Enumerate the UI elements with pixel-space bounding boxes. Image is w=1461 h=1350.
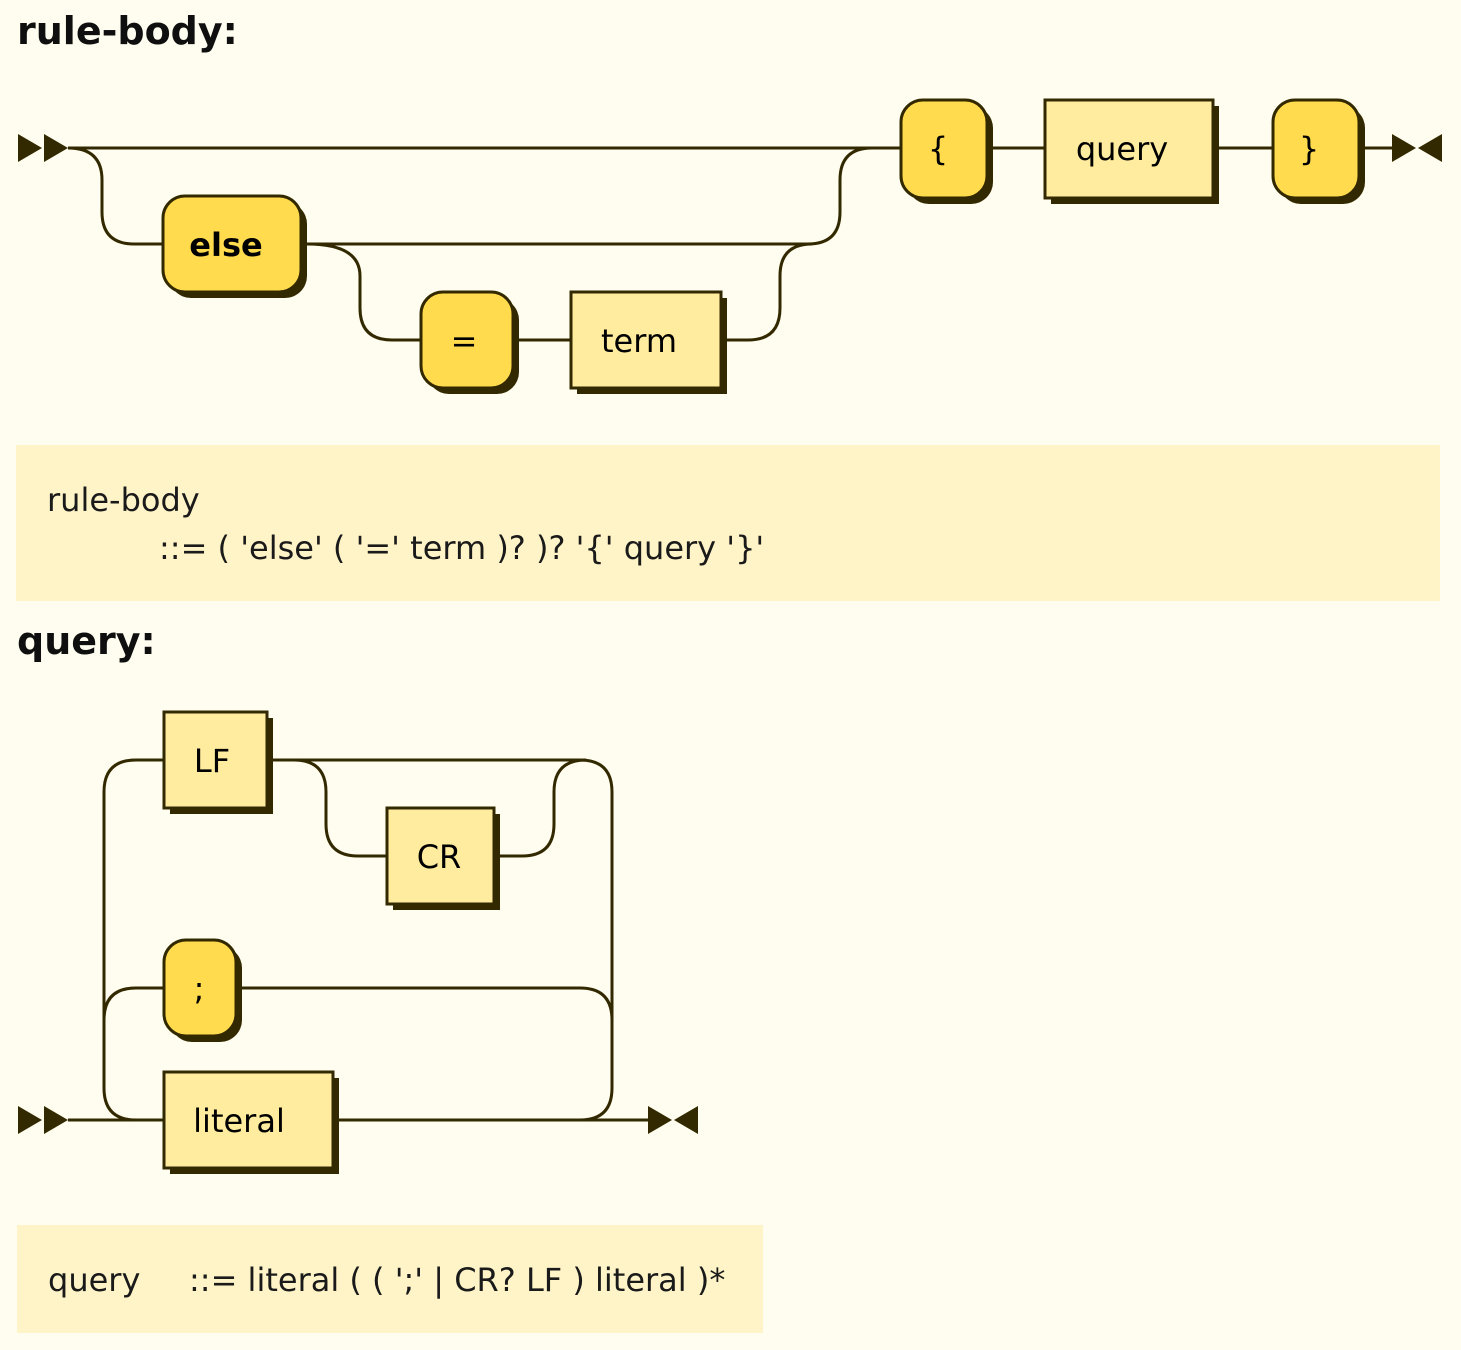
terminal-equals-label: = xyxy=(451,322,478,360)
terminal-semicolon-label: ; xyxy=(194,970,205,1008)
rule-body-ebnf-box: rule-body ::= ( 'else' ( '=' term )? )? … xyxy=(16,445,1440,601)
railroad-track xyxy=(494,758,587,858)
end-arrow-icon xyxy=(1392,134,1416,162)
end-arrow-icon xyxy=(648,1106,672,1134)
nonterminal-lf: LF xyxy=(162,710,273,814)
query-heading: query: xyxy=(17,619,156,663)
start-arrow-icon xyxy=(44,1106,68,1134)
nonterminal-query-label: query xyxy=(1076,130,1168,168)
nonterminal-term: term xyxy=(569,290,727,394)
railroad-track xyxy=(102,758,164,1122)
rule-body-railroad-diagram: else = term { query } xyxy=(18,98,1442,394)
terminal-rbrace-label: } xyxy=(1299,130,1319,168)
terminal-lbrace: { xyxy=(899,98,993,204)
start-arrow-icon xyxy=(18,1106,42,1134)
terminal-else-label: else xyxy=(189,226,262,264)
ebnf-rule-definition: ::= literal ( ( ';' | CR? LF ) literal )… xyxy=(189,1261,726,1299)
railroad-track xyxy=(306,242,421,342)
end-arrow-icon xyxy=(674,1106,698,1134)
terminal-lbrace-label: { xyxy=(928,130,948,168)
start-arrow-icon xyxy=(18,134,42,162)
nonterminal-lf-label: LF xyxy=(194,742,230,780)
nonterminal-term-label: term xyxy=(601,322,677,360)
end-arrow-icon xyxy=(1418,134,1442,162)
ebnf-rule-definition: ::= ( 'else' ( '=' term )? )? '{' query … xyxy=(159,529,765,567)
railroad-track xyxy=(267,758,387,858)
railroad-track xyxy=(236,986,614,1021)
railroad-track xyxy=(67,146,163,246)
nonterminal-literal-label: literal xyxy=(193,1102,285,1140)
ebnf-rule-name: query xyxy=(48,1261,141,1299)
railroad-track xyxy=(307,146,873,246)
nonterminal-query: query xyxy=(1043,98,1219,204)
terminal-rbrace: } xyxy=(1271,98,1365,204)
railroad-track xyxy=(102,986,164,1021)
start-arrow-icon xyxy=(44,134,68,162)
nonterminal-literal: literal xyxy=(162,1070,339,1174)
terminal-semicolon: ; xyxy=(162,938,242,1042)
terminal-else: else xyxy=(161,194,307,298)
nonterminal-cr: CR xyxy=(385,806,500,910)
railroad-track xyxy=(333,758,614,1122)
terminal-equals: = xyxy=(419,290,519,394)
railroad-track xyxy=(721,242,813,342)
nonterminal-cr-label: CR xyxy=(417,838,462,876)
ebnf-rule-name: rule-body xyxy=(47,481,200,519)
rule-body-heading: rule-body: xyxy=(17,9,238,53)
query-ebnf-box: query ::= literal ( ( ';' | CR? LF ) lit… xyxy=(17,1225,763,1333)
